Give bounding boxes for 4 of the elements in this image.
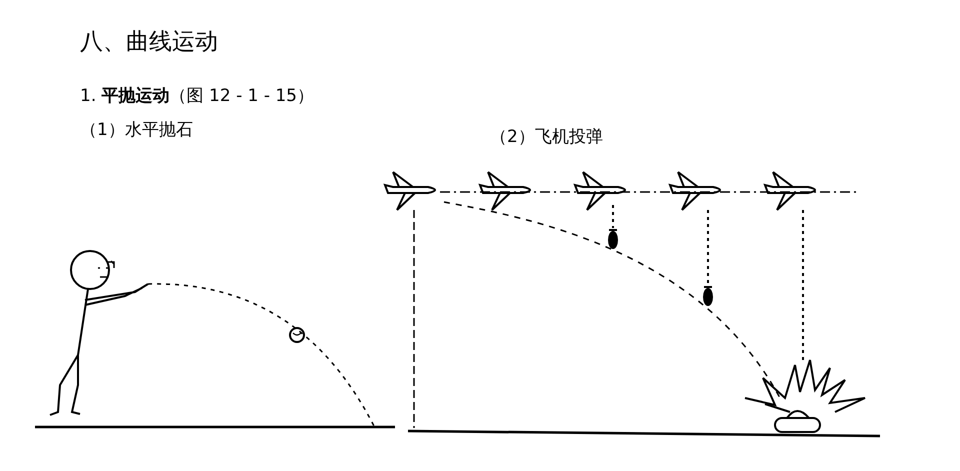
section-heading: 八、曲线运动 [80,28,218,57]
panel-caption: （2）飞机投弹 [490,126,603,148]
subsection-heading: 1. 平抛运动（图 12 - 1 - 15） [80,85,314,107]
panel-caption: （1）水平抛石 [80,119,193,141]
